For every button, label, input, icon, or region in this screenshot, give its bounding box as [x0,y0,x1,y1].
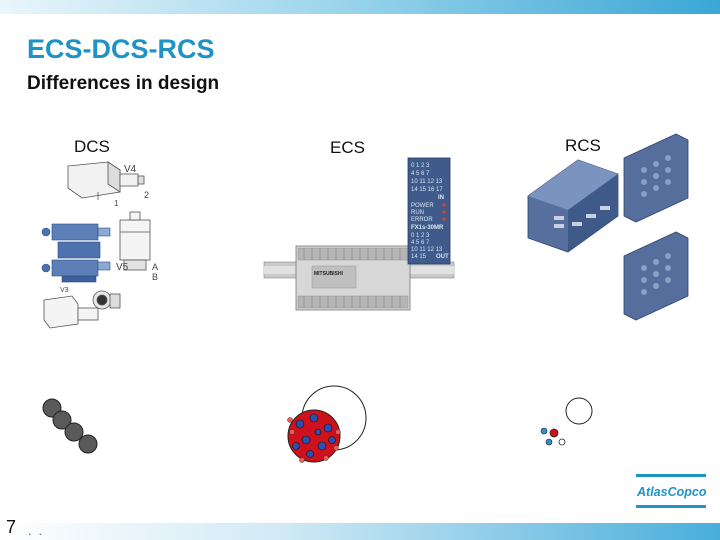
dcs-valve-drawing: V4 2 1 V5 A B V3 [41,161,158,329]
atlas-copco-logo: AtlasCopco [636,474,706,508]
panel-in-row-2: 4 5 6 7 [411,171,430,177]
panel-out-row-2: 4 5 6 7 [411,240,430,246]
rcs-node-few-icon [540,397,593,446]
panel-in-label: IN [438,195,444,201]
rcs-label: RCS [565,136,601,155]
ecs-label: ECS [330,138,365,157]
dcs-label: DCS [74,137,110,156]
panel-error-label: ERROR [411,217,433,223]
port-b-label: B [152,272,158,282]
header-band [0,0,720,14]
rcs-modules-drawing [527,133,689,321]
v3-label: V3 [60,287,69,294]
ecs-node-cluster-icon [287,385,367,463]
v4-label: V4 [124,164,137,175]
footer-dots: . . [28,524,45,538]
plc-brand-label: MITSUBISHI [314,271,344,277]
panel-model-label: FX1s-30MR [411,225,444,231]
panel-run-label: RUN [411,210,424,216]
slide-subtitle: Differences in design [27,73,220,94]
panel-out-row-3: 10 11 12 13 [411,247,443,253]
page-number: 7 [6,517,17,537]
port-1-label: 1 [114,199,119,208]
panel-power-label: POWER [411,203,434,209]
panel-out-label: OUT [436,254,449,260]
dcs-node-chain-icon [42,398,98,454]
panel-out-row-4: 14 15 [411,254,427,260]
ecs-plc-drawing: MITSUBISHI 0 1 2 3 4 5 6 7 10 11 12 13 1… [263,157,455,311]
slide-title: ECS-DCS-RCS [27,34,215,64]
v5-label: V5 [116,262,129,273]
port-2-label: 2 [144,190,149,200]
panel-in-row-1: 0 1 2 3 [411,163,430,169]
port-a-label: A [152,262,158,272]
footer-band [0,523,720,540]
panel-in-row-4: 14 15 16 17 [411,187,443,193]
panel-in-row-3: 10 11 12 13 [411,179,443,185]
svg-text:AtlasCopco: AtlasCopco [636,485,706,499]
panel-out-row-1: 0 1 2 3 [411,233,430,239]
